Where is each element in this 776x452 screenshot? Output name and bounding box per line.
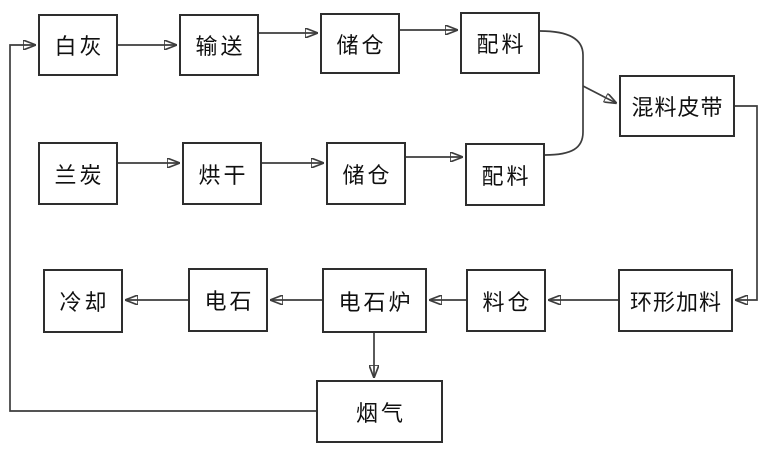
edge-merge-hunliao — [582, 85, 616, 103]
node-calcium-carbide: 电石 — [188, 268, 268, 332]
node-ring-feeder: 环形加料 — [618, 269, 733, 332]
node-material-bin: 料仓 — [466, 269, 546, 332]
node-carbide-furnace: 电石炉 — [322, 268, 427, 333]
node-storage-bin-lime: 储仓 — [320, 13, 400, 74]
edge-peiliao-merge-bracket — [539, 30, 584, 156]
node-semi-coke: 兰炭 — [38, 142, 118, 205]
node-conveying: 输送 — [179, 14, 259, 76]
edge-yanqi-bailui-recycle — [9, 45, 316, 412]
node-batching-lime: 配料 — [460, 12, 540, 74]
edge-hunliao-huanxing — [735, 105, 758, 300]
node-storage-bin-coke: 储仓 — [326, 142, 406, 205]
node-cooling: 冷却 — [43, 269, 123, 333]
node-drying: 烘干 — [182, 142, 262, 205]
node-batching-coke: 配料 — [465, 143, 545, 206]
node-mixing-belt: 混料皮带 — [619, 75, 735, 137]
node-flue-gas: 烟气 — [316, 380, 443, 443]
node-white-lime: 白灰 — [38, 14, 118, 76]
